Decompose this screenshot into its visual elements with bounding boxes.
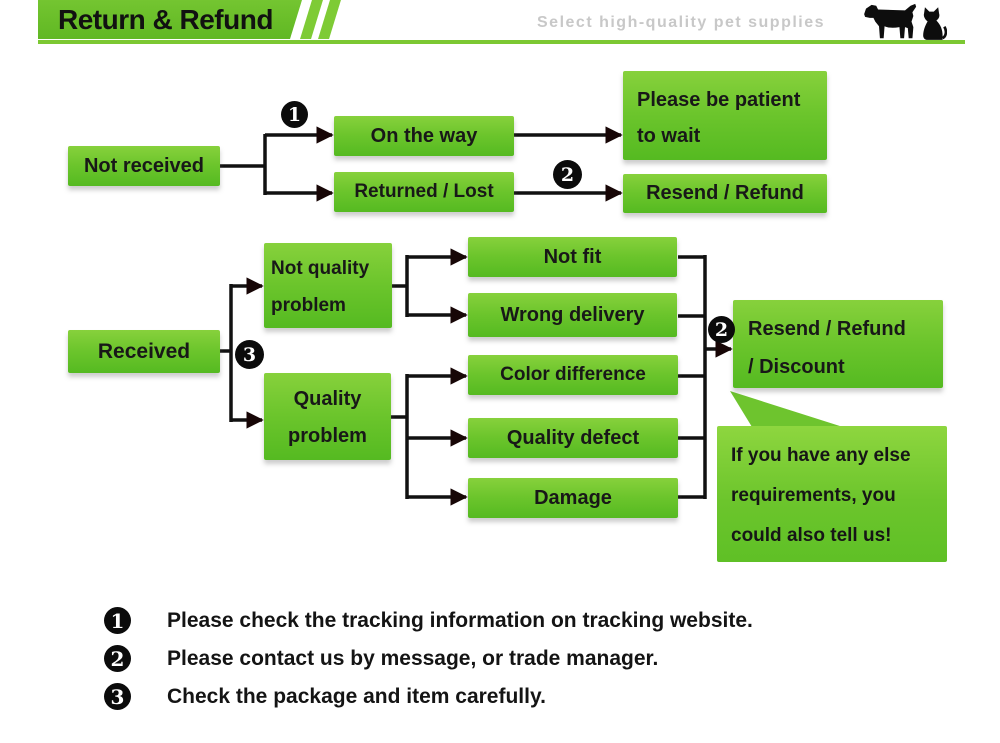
step-badge-3: 3 xyxy=(235,340,264,369)
node-wrong-delivery: Wrong delivery xyxy=(468,293,677,337)
header-tagline: Select high-quality pet supplies xyxy=(537,14,826,31)
node-resend-refund-discount: Resend / Refund / Discount xyxy=(733,300,943,388)
dog-icon xyxy=(864,3,917,39)
note-badge-1: 1 xyxy=(104,607,131,634)
step-badge-2: 2 xyxy=(553,160,582,189)
speech-bubble-tail xyxy=(730,391,843,427)
node-not-received: Not received xyxy=(68,146,220,186)
node-resend-refund: Resend / Refund xyxy=(623,174,827,213)
cat-icon xyxy=(923,7,947,40)
node-quality-problem: Quality problem xyxy=(264,373,391,460)
note-badge-3: 3 xyxy=(104,683,131,710)
note-badge-2: 2 xyxy=(104,645,131,672)
note-row-2: 2 Please contact us by message, or trade… xyxy=(104,645,658,672)
note-row-1: 1 Please check the tracking information … xyxy=(104,607,753,634)
note-text-2: Please contact us by message, or trade m… xyxy=(167,646,659,670)
node-not-quality-problem: Not quality problem xyxy=(264,243,392,328)
speech-bubble: If you have any else requirements, you c… xyxy=(717,426,947,562)
node-returned-lost: Returned / Lost xyxy=(334,172,514,212)
node-damage: Damage xyxy=(468,478,678,518)
page-title: Return & Refund xyxy=(58,3,273,35)
header-banner: Return & Refund xyxy=(38,0,302,39)
step-badge-1: 1 xyxy=(281,101,308,128)
node-color-difference: Color difference xyxy=(468,355,678,395)
note-text-3: Check the package and item carefully. xyxy=(167,684,546,708)
step-badge-2: 2 xyxy=(708,316,735,343)
node-not-fit: Not fit xyxy=(468,237,677,277)
note-row-3: 3 Check the package and item carefully. xyxy=(104,683,546,710)
node-on-the-way: On the way xyxy=(334,116,514,156)
node-received: Received xyxy=(68,330,220,373)
note-text-1: Please check the tracking information on… xyxy=(167,608,753,632)
node-please-be-patient: Please be patient to wait xyxy=(623,71,827,160)
header-divider xyxy=(38,40,965,44)
node-quality-defect: Quality defect xyxy=(468,418,678,458)
